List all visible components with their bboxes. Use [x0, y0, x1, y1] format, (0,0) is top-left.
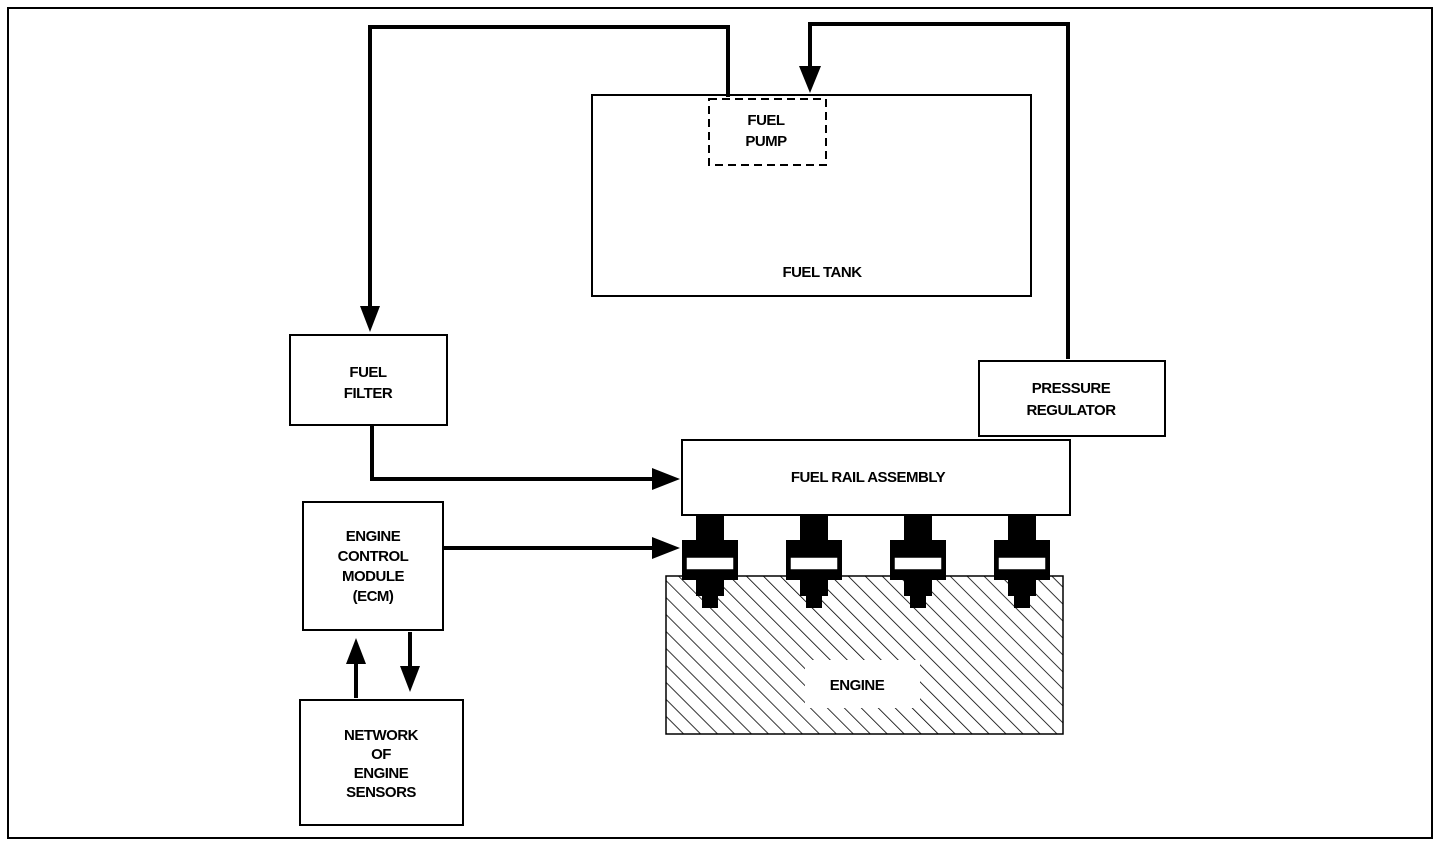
fuel-injector: [682, 516, 738, 608]
fuel-filter-label-2: FILTER: [344, 385, 393, 402]
pressure-regulator-label-1: PRESSURE: [1032, 380, 1111, 397]
ecm-label-4: (ECM): [353, 588, 394, 605]
line-sensors-to-ecm: [346, 638, 366, 698]
line-ecm-to-sensors: [400, 632, 420, 692]
sensors-label-2: OF: [371, 746, 391, 763]
fuel-pump: FUEL PUMP: [708, 98, 827, 166]
fuel-tank: FUEL TANK: [591, 94, 1032, 297]
fuel-injector: [890, 516, 946, 608]
fuel-pump-label-1: FUEL: [747, 112, 785, 129]
engine-sensors-network: NETWORK OF ENGINE SENSORS: [299, 699, 464, 826]
fuel-rail-label: FUEL RAIL ASSEMBLY: [791, 469, 946, 486]
sensors-label-3: ENGINE: [354, 765, 409, 782]
outer-frame: [7, 7, 1433, 839]
sensors-label-1: NETWORK: [344, 727, 419, 744]
ecm-label-3: MODULE: [342, 568, 404, 585]
line-filter-to-rail: [370, 425, 680, 490]
fuel-injector: [994, 516, 1050, 608]
fuel-injectors: [682, 516, 1050, 608]
engine-label: ENGINE: [830, 677, 885, 694]
ecm-label-2: CONTROL: [338, 548, 409, 565]
line-ecm-to-injectors: [443, 537, 680, 559]
ecm-label-1: ENGINE: [346, 528, 401, 545]
fuel-tank-label: FUEL TANK: [782, 264, 862, 281]
fuel-pump-label-2: PUMP: [745, 133, 787, 150]
sensors-label-4: SENSORS: [346, 784, 416, 801]
fuel-filter-label-1: FUEL: [349, 364, 387, 381]
fuel-injector: [786, 516, 842, 608]
line-pump-to-filter: [360, 25, 730, 332]
line-regulator-to-tank: [799, 22, 1070, 359]
fuel-filter: FUEL FILTER: [289, 334, 448, 426]
pressure-regulator-label-2: REGULATOR: [1026, 402, 1116, 419]
engine-control-module: ENGINE CONTROL MODULE (ECM): [302, 501, 444, 631]
engine-block: ENGINE: [665, 575, 1064, 735]
fuel-rail-assembly: FUEL RAIL ASSEMBLY: [681, 439, 1071, 516]
pressure-regulator: PRESSURE REGULATOR: [978, 360, 1166, 437]
